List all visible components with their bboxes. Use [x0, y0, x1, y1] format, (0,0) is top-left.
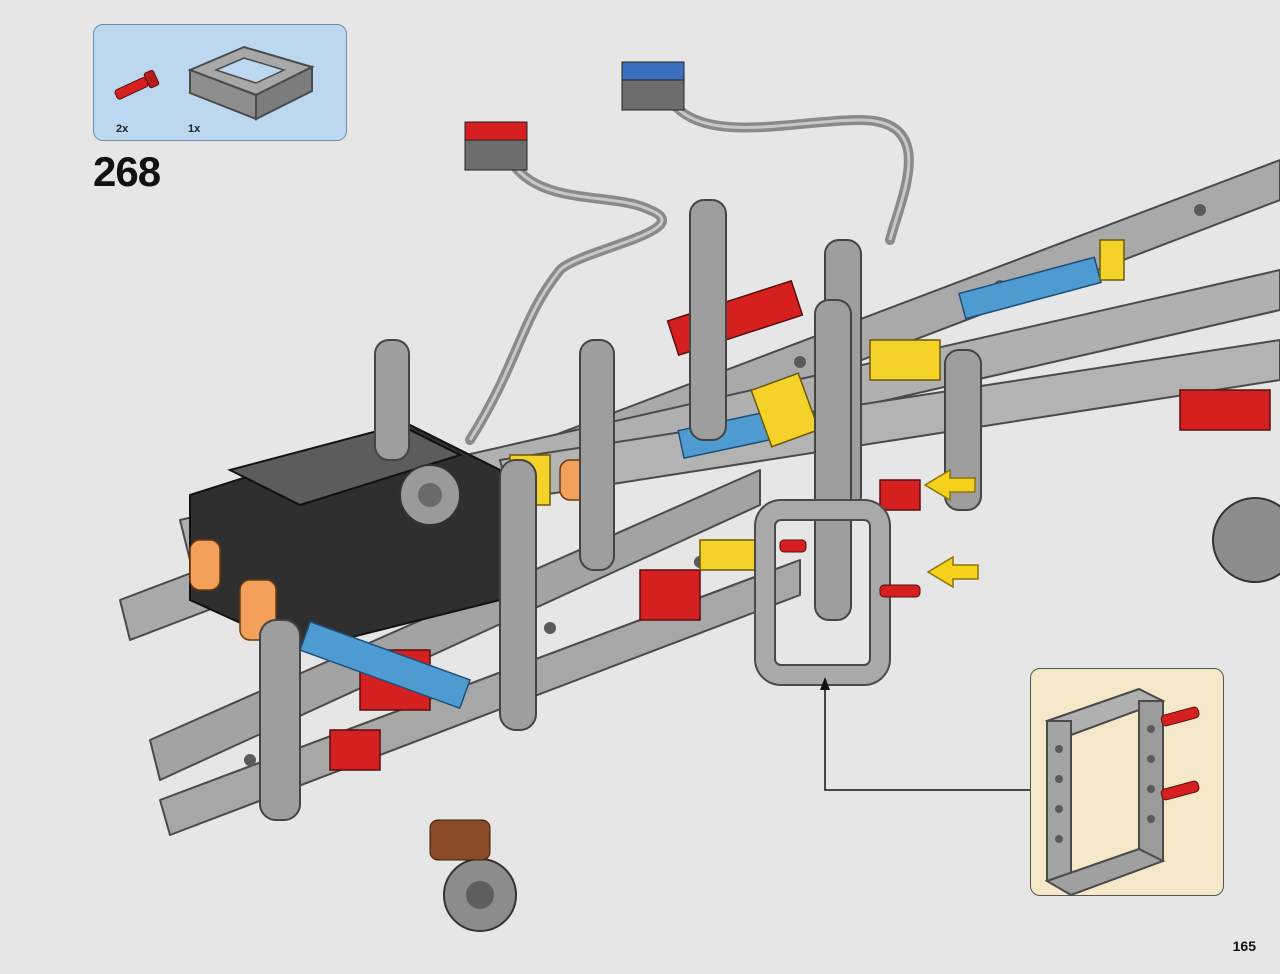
step-number: 268 — [93, 148, 161, 195]
part-quantity-pin: 2x — [116, 123, 129, 135]
parts-list-box: 2x 1x — [93, 24, 347, 141]
blue-function-connector-icon — [621, 61, 685, 111]
red-function-connector-icon — [464, 121, 528, 171]
callout-frame-illustration — [1044, 687, 1200, 897]
new-frame-assembly — [754, 499, 921, 686]
callout-subassembly-box — [1030, 668, 1224, 897]
callout-arrow-icon — [824, 688, 1030, 791]
red-pin-icon — [114, 69, 160, 100]
grey-frame-icon — [187, 45, 315, 121]
page-number: 165 — [1232, 938, 1256, 954]
part-quantity-frame: 1x — [188, 123, 201, 135]
